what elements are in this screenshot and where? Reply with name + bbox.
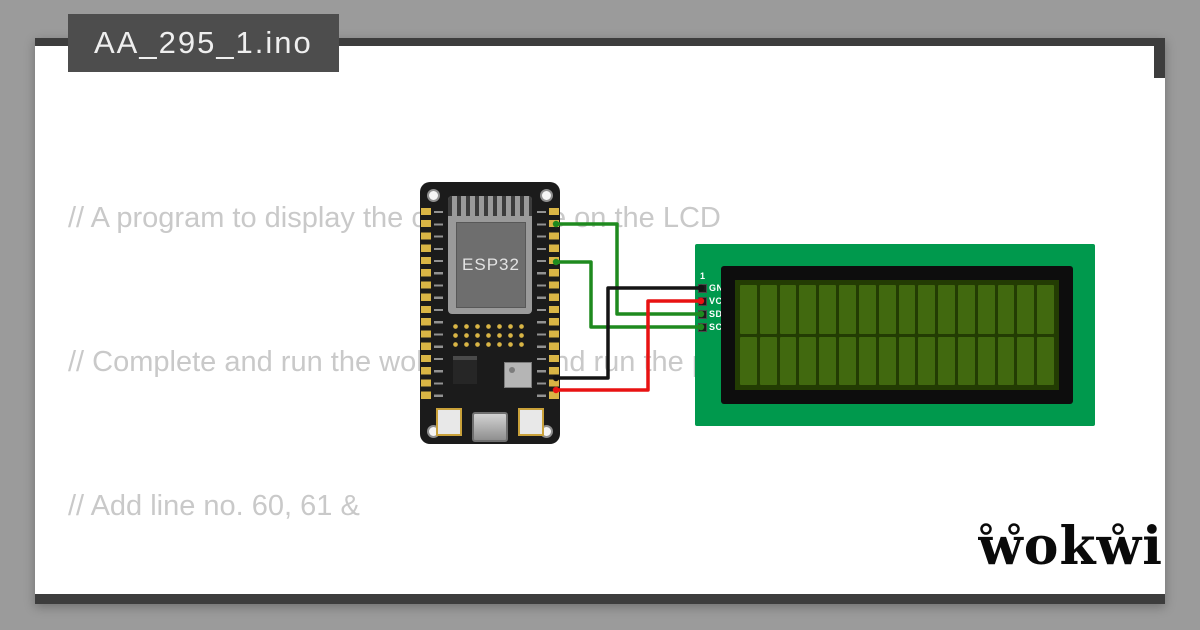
lcd-bezel: [721, 266, 1073, 404]
esp32-pad-grid: [450, 322, 530, 348]
lcd-cell: [799, 336, 817, 385]
lcd-cell: [977, 336, 995, 385]
lcd-pin-label-gnd: GND: [709, 283, 731, 293]
lcd-cell: [759, 336, 777, 385]
esp32-right-pins: [549, 208, 559, 404]
voltage-regulator: [453, 356, 477, 384]
lcd-cell: [1017, 336, 1035, 385]
window-top-bar: [35, 38, 1165, 46]
esp32-shield: ESP32: [456, 222, 526, 308]
lcd-cell: [957, 285, 975, 334]
wokwi-logo-text: wokwi: [978, 516, 1163, 577]
lcd-cell: [779, 285, 797, 334]
lcd-cell: [878, 285, 896, 334]
lcd-cell: [938, 285, 955, 334]
wokwi-logo: wokwi: [977, 514, 1163, 583]
lcd-cell: [918, 285, 936, 334]
lcd-cell: [819, 336, 837, 385]
lcd-cell: [938, 336, 955, 385]
lcd-pin-sda: [698, 310, 707, 319]
lcd-cell: [957, 336, 975, 385]
usb-connector: [472, 412, 508, 442]
mounting-hole: [427, 189, 440, 202]
lcd-cell: [1037, 336, 1054, 385]
esp32-left-pins: [421, 208, 431, 404]
lcd-cell: [878, 336, 896, 385]
lcd-pin-index: 1: [700, 271, 706, 281]
esp32-right-pin-labels: [537, 211, 546, 403]
lcd-cell: [799, 285, 817, 334]
en-button[interactable]: [436, 408, 462, 436]
esp32-label: ESP32: [462, 255, 520, 274]
mounting-hole: [540, 189, 553, 202]
wokwi-logo-graphic: wokwi: [977, 516, 1163, 577]
lcd-cell: [898, 285, 916, 334]
lcd-cell: [898, 336, 916, 385]
lcd-cell: [779, 336, 797, 385]
scrollbar-thumb[interactable]: [1154, 46, 1165, 78]
lcd-cell: [740, 336, 757, 385]
file-tab[interactable]: AA_295_1.ino: [68, 14, 339, 72]
lcd-pin-gnd: [698, 284, 707, 293]
lcd-cell: [1037, 285, 1054, 334]
logo-node-icon: [1112, 523, 1124, 535]
file-tab-title: AA_295_1.ino: [94, 25, 313, 60]
lcd-cell: [839, 336, 856, 385]
esp32-antenna: [448, 196, 532, 216]
flash-chip: [504, 362, 532, 388]
lcd-cell: [997, 285, 1015, 334]
boot-button[interactable]: [518, 408, 544, 436]
code-line: // Add line no. 60, 61 &: [68, 490, 368, 522]
esp32-wifi-module: ESP32: [448, 196, 532, 314]
lcd-cell: [997, 336, 1015, 385]
lcd-cell: [858, 285, 876, 334]
lcd-cell: [1017, 285, 1035, 334]
lcd-pin-label-vcc: VCC: [709, 296, 730, 306]
lcd-pin-scl: [698, 323, 707, 332]
lcd-cell: [839, 285, 856, 334]
lcd-cell: [918, 336, 936, 385]
esp32-left-pin-labels: [434, 211, 443, 403]
lcd-pin-label-scl: SCL: [709, 322, 729, 332]
esp32-board[interactable]: ESP32: [420, 182, 560, 444]
lcd-cell: [858, 336, 876, 385]
window-bottom-bar: [35, 594, 1165, 604]
lcd-cell: [819, 285, 837, 334]
lcd-cell: [759, 285, 777, 334]
lcd-module[interactable]: 1 GND VCC SDA SCL: [695, 244, 1095, 426]
lcd-pin-vcc: [698, 297, 707, 306]
lcd-cell: [740, 285, 757, 334]
logo-node-icon: [980, 523, 992, 535]
lcd-screen: [735, 280, 1059, 390]
logo-node-icon: [1008, 523, 1020, 535]
lcd-pin-label-sda: SDA: [709, 309, 730, 319]
lcd-cell: [977, 285, 995, 334]
